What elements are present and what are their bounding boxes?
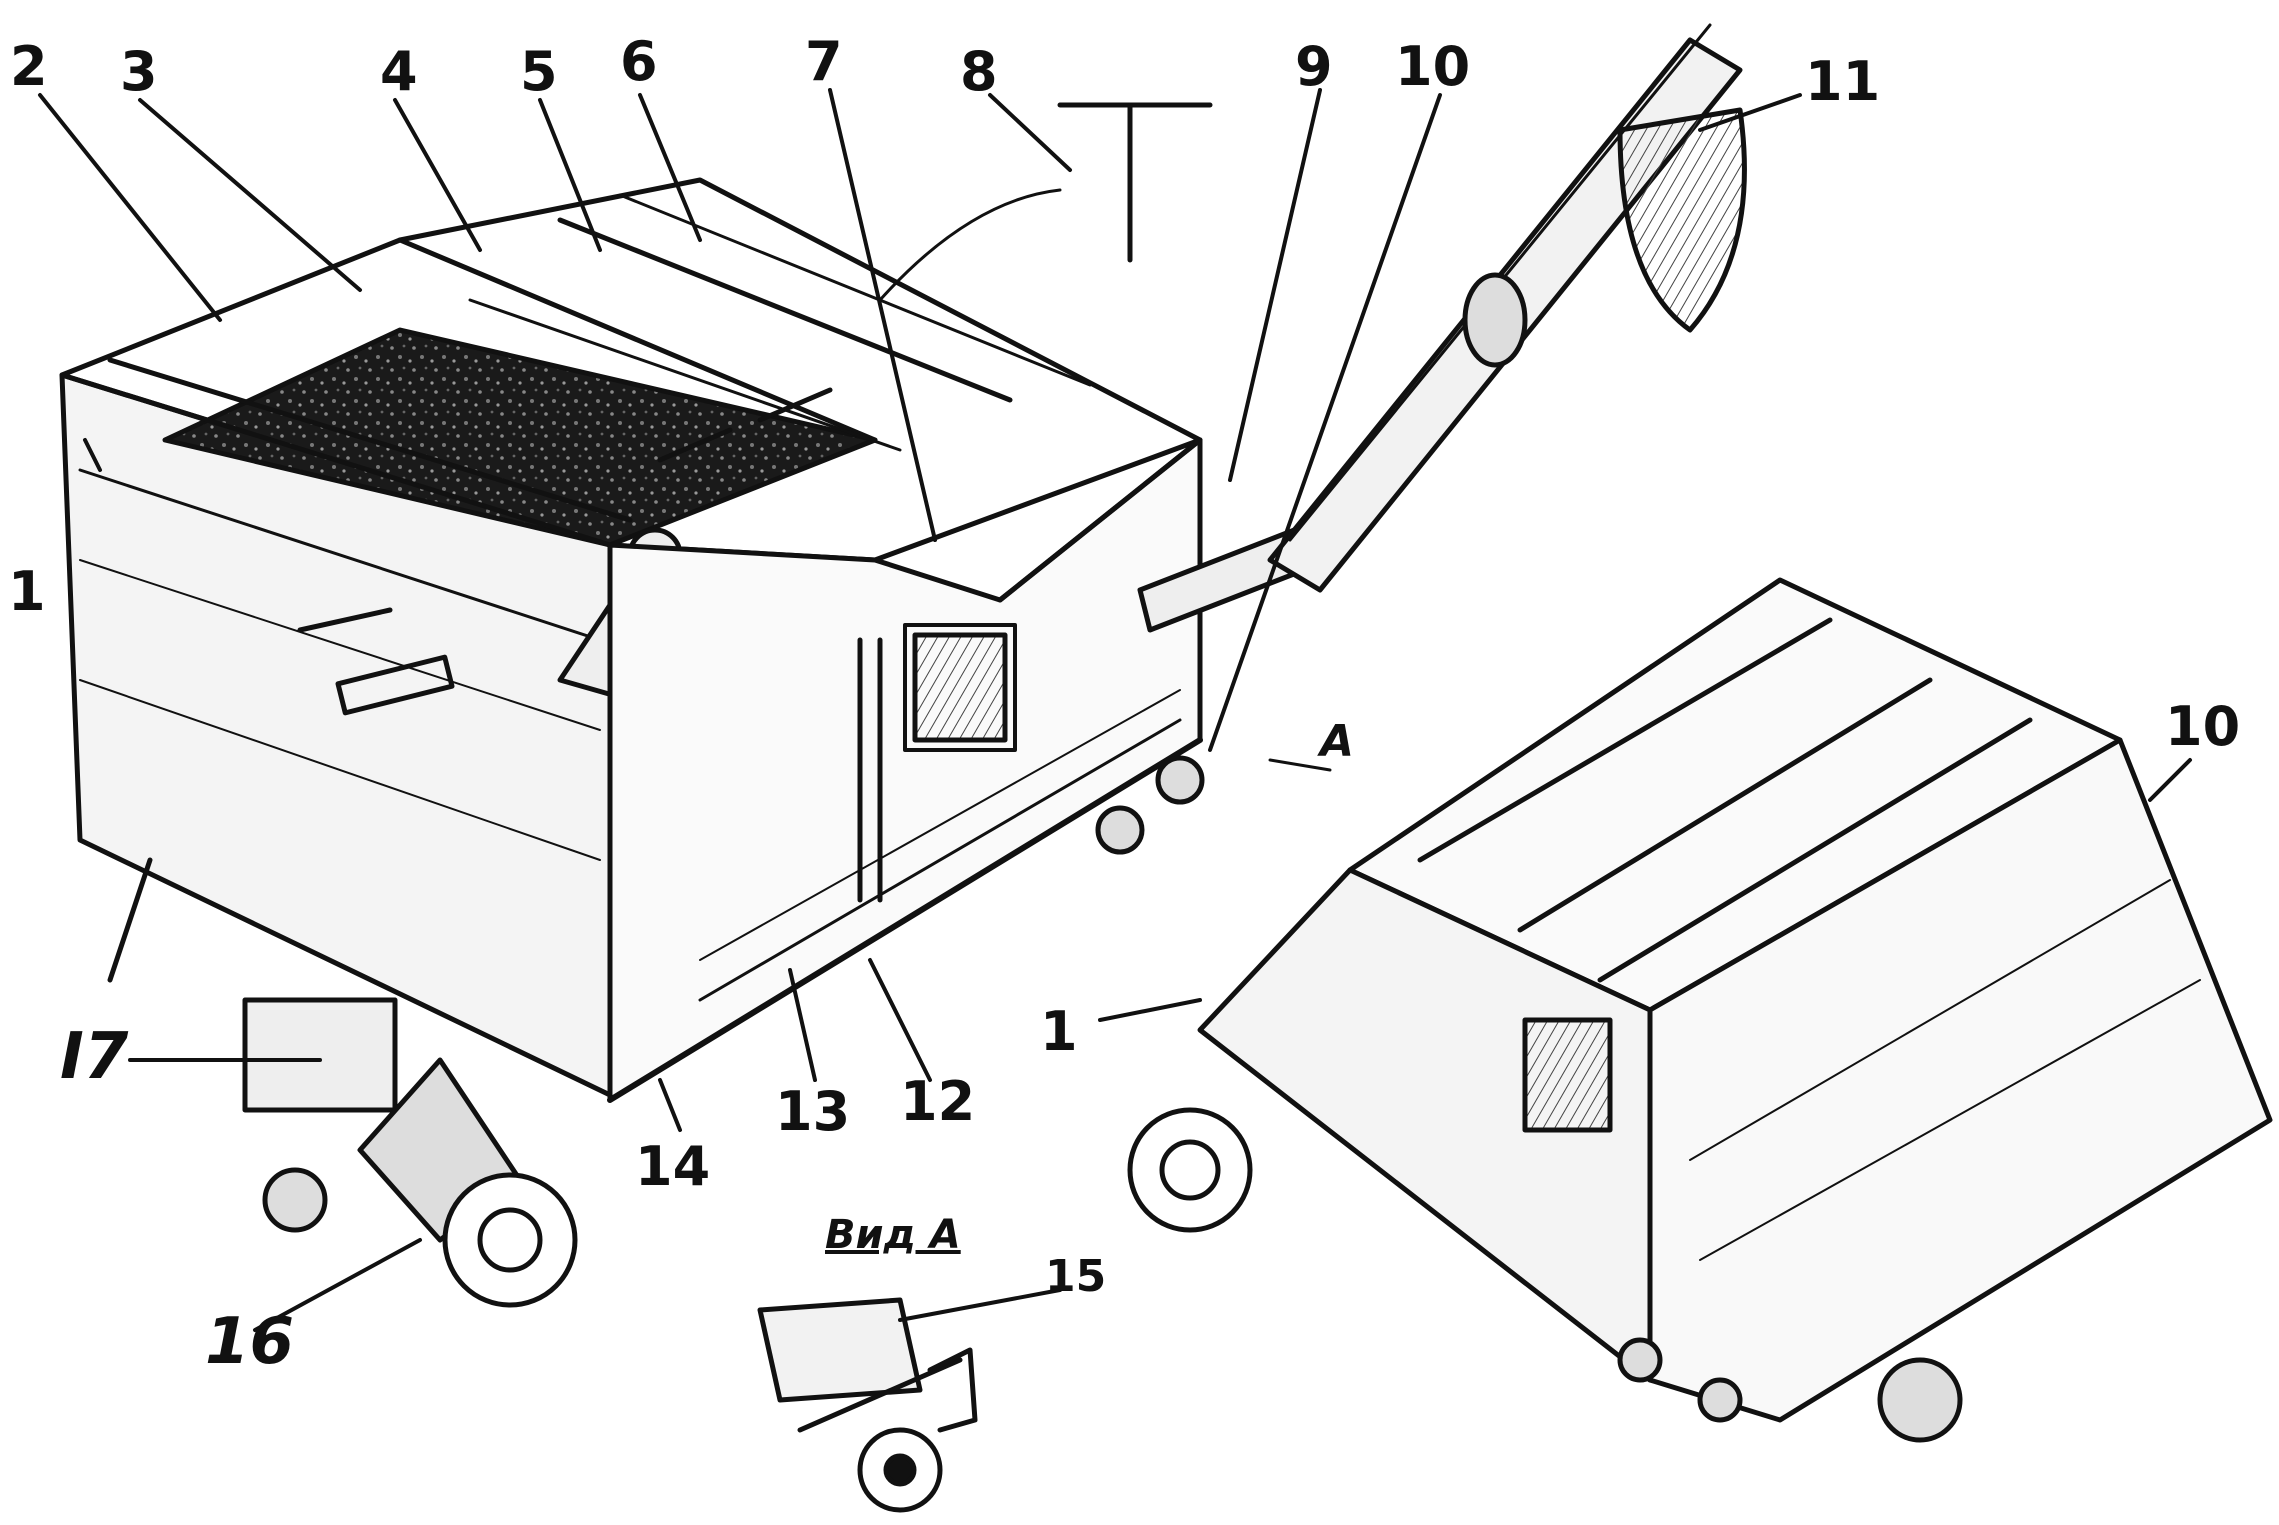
grab-bucket	[1617, 107, 1747, 333]
label-10-right: 10	[2165, 695, 2241, 758]
label-15: 15	[1045, 1251, 1107, 1302]
right-wheel	[1127, 1107, 1253, 1233]
label-7: 7	[805, 30, 843, 93]
label-6: 6	[620, 30, 658, 93]
label-3: 3	[120, 40, 158, 103]
label-2: 2	[10, 35, 48, 98]
view-a-detail	[757, 1297, 978, 1513]
right-motor	[1877, 1357, 1963, 1443]
rear-sloped-panel	[997, 437, 1203, 743]
label-16: 16	[205, 1305, 295, 1379]
label-9: 9	[1295, 35, 1333, 98]
view-a-caption: Вид А	[825, 1212, 961, 1258]
label-14: 14	[635, 1135, 711, 1198]
motor-box	[242, 997, 398, 1113]
leader-lines	[38, 88, 2192, 1332]
label-1-right: 1	[1040, 1000, 1078, 1063]
label-17: I7	[60, 1020, 129, 1094]
label-4: 4	[380, 40, 418, 103]
wheel	[442, 1172, 578, 1308]
arrow-a-label: A	[1320, 716, 1355, 767]
right-machine	[1127, 577, 2273, 1443]
side-body	[607, 437, 1203, 1103]
right-rear-panel-10	[1647, 737, 2273, 1423]
label-13: 13	[775, 1080, 851, 1143]
label-10: 10	[1395, 35, 1471, 98]
cab-window	[912, 632, 1008, 743]
label-5: 5	[520, 40, 558, 103]
left-machine	[59, 23, 1747, 1308]
label-8: 8	[960, 40, 998, 103]
label-12: 12	[900, 1070, 976, 1133]
right-cab-window	[1522, 1017, 1613, 1133]
boom-collar	[1462, 272, 1528, 368]
label-1: 1	[8, 560, 46, 623]
label-11: 11	[1805, 50, 1881, 113]
